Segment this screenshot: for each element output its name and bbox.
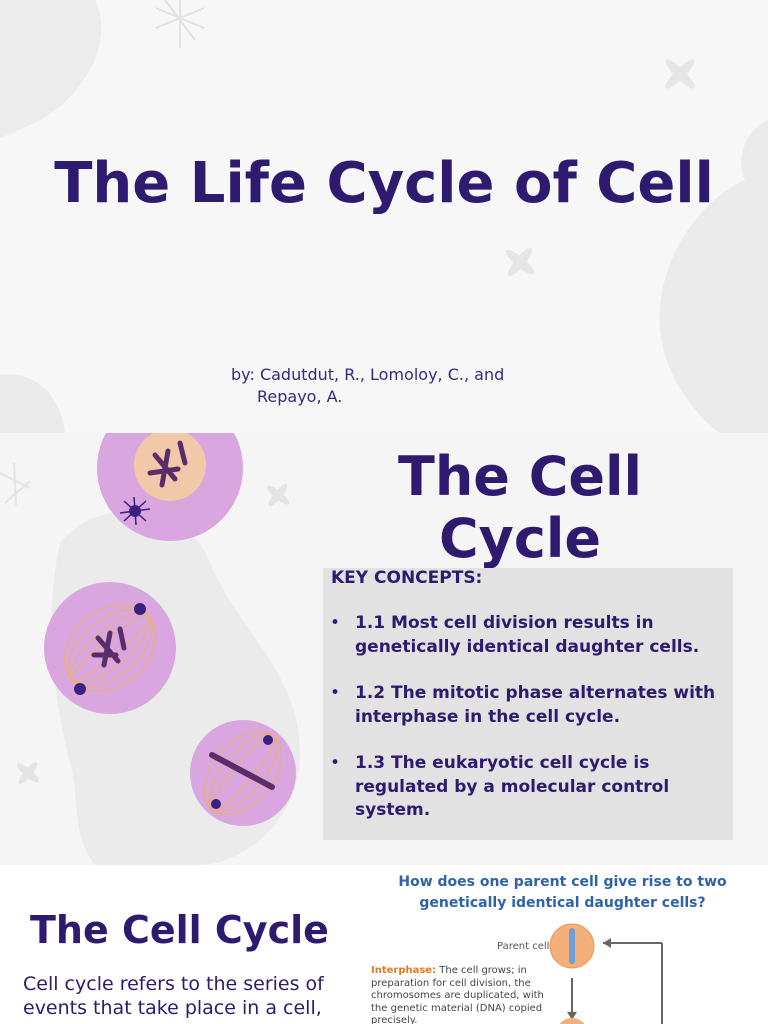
parent-cell-label: Parent cell	[497, 941, 550, 952]
presentation-title: The Life Cycle of Cell	[54, 151, 714, 216]
interphase-description: Interphase: The cell grows; in preparati…	[371, 965, 544, 1024]
concept-item: •1.3 The eukaryotic cell cycle is regula…	[330, 753, 670, 820]
concept-item: •1.2 The mitotic phase alternates with i…	[330, 683, 716, 727]
background-decoration	[0, 0, 768, 433]
byline-line-1: by: Cadutdut, R., Lomoloy, C., and	[231, 365, 505, 384]
key-concepts-heading: KEY CONCEPTS:	[331, 568, 483, 588]
byline-line-2: Repayo, A.	[257, 387, 343, 406]
interphase-label: Interphase:	[371, 965, 437, 976]
cell-prophase	[44, 582, 176, 714]
diagram-graphics	[549, 923, 663, 1024]
cell-cycle-slide: The Cell Cycle KEY CONCEPTS: •1.1 Most c…	[0, 433, 768, 865]
bullet-glyph: •	[330, 753, 341, 773]
cell-cycle-title: The Cell Cycle	[398, 445, 642, 570]
key-concepts-list: •1.1 Most cell division results in genet…	[330, 612, 730, 846]
cell-cycle-definition-slide: The Cell Cycle Cell cycle refers to the …	[0, 865, 768, 1024]
bullet-glyph: •	[330, 613, 341, 633]
bullet-glyph: •	[330, 683, 341, 703]
diagram-question: How does one parent cell give rise to tw…	[398, 874, 727, 911]
cell-cycle-subtitle: The Cell Cycle	[30, 908, 329, 952]
cell-illustrations	[0, 433, 595, 865]
author-byline: by: Cadutdut, R., Lomoloy, C., and Repay…	[231, 364, 551, 408]
cell-cycle-definition: Cell cycle refers to the series of event…	[23, 973, 324, 1019]
cell-metaphase	[190, 720, 296, 826]
key-concepts-box	[323, 568, 733, 840]
title-slide: The Life Cycle of Cell by: Cadutdut, R.,…	[0, 0, 768, 433]
concept-item: •1.1 Most cell division results in genet…	[330, 613, 700, 657]
cell-division-diagram: How does one parent cell give rise to tw…	[365, 866, 768, 1024]
cell-interphase	[97, 433, 243, 541]
